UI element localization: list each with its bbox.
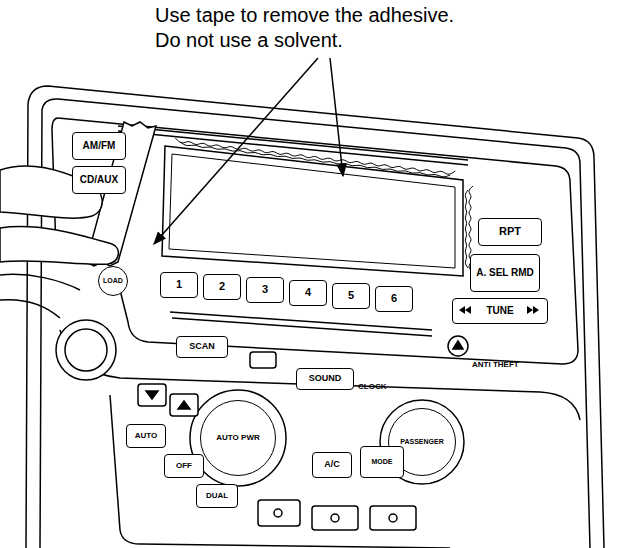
button-label: LOAD	[103, 277, 123, 284]
control-button: A/C	[312, 452, 352, 478]
leader-arrows	[330, 58, 343, 176]
dashboard-outline	[58, 118, 578, 364]
button-caption: CLOCK	[358, 382, 386, 391]
control-parts	[370, 506, 416, 530]
control-parts	[170, 394, 198, 416]
control-parts	[190, 390, 286, 486]
control-parts	[274, 509, 282, 517]
button-label: AM/FM	[83, 141, 116, 152]
dashboard-outline	[40, 99, 590, 548]
note-text: Use tape to remove the adhesive.	[155, 4, 454, 27]
seek-arrow	[459, 306, 471, 314]
adhesive-strip	[465, 190, 468, 268]
control-parts	[65, 329, 107, 371]
dashboard-outline	[172, 318, 432, 336]
button-label: SCAN	[189, 342, 215, 351]
button-label: RPT	[499, 226, 521, 238]
control-button: 2	[203, 274, 241, 300]
control-parts	[389, 514, 397, 522]
display-screen	[169, 154, 455, 268]
adhesive-strip	[175, 138, 473, 272]
control-button: 4	[289, 280, 327, 306]
control-button: AUTO	[126, 424, 166, 448]
display-screen	[162, 146, 463, 276]
display-screen	[162, 146, 463, 276]
control-button: 6	[375, 286, 413, 312]
button-label: CD/AUX	[80, 175, 118, 186]
button-label: 1	[176, 279, 182, 291]
control-button: RPT	[478, 218, 542, 246]
seek-arrow	[527, 306, 539, 314]
button-caption: ANTI THEFT	[472, 360, 519, 369]
button-label: 4	[305, 287, 311, 299]
control-button: 3	[246, 277, 284, 303]
leader-arrows	[154, 58, 343, 244]
button-label: 2	[219, 281, 225, 293]
dashboard-outline	[26, 86, 604, 548]
control-parts	[178, 401, 190, 409]
control-button: SOUND	[296, 368, 354, 390]
control-button: 1	[160, 272, 198, 298]
button-label: OFF	[176, 462, 192, 470]
leader-arrows	[154, 58, 318, 244]
control-button: SCAN	[176, 336, 228, 358]
control-parts	[258, 500, 300, 526]
control-parts	[312, 506, 358, 530]
dashboard-outline	[60, 330, 580, 420]
adhesive-strip	[180, 142, 450, 177]
control-parts	[56, 320, 116, 380]
control-knob: AUTO PWR	[200, 400, 276, 476]
control-button: 5	[332, 283, 370, 309]
button-label: A. SEL RMD	[476, 268, 534, 279]
control-button: OFF	[164, 454, 204, 478]
button-label: PASSENGER	[400, 438, 443, 445]
dashboard-outline	[26, 86, 604, 548]
hand-with-tape	[0, 227, 118, 265]
button-label: MODE	[372, 458, 393, 465]
note-text: Do not use a solvent.	[155, 29, 343, 52]
button-label: 5	[348, 290, 354, 302]
control-parts	[448, 336, 468, 356]
button-label: TUNE	[486, 306, 513, 317]
control-knob: LOAD	[98, 266, 128, 296]
button-label: AUTO PWR	[216, 434, 259, 442]
adhesive-strip	[175, 138, 455, 174]
button-label: DUAL	[206, 492, 228, 500]
control-button: TUNE	[452, 298, 548, 324]
button-label: SOUND	[309, 374, 342, 383]
control-parts	[56, 320, 468, 530]
hand-with-tape	[0, 122, 156, 318]
button-label: 6	[391, 293, 397, 305]
control-parts	[331, 514, 339, 522]
control-button: MODE	[360, 446, 404, 478]
button-label: A/C	[324, 460, 340, 469]
button-label: AUTO	[135, 432, 158, 440]
control-parts	[250, 352, 276, 368]
control-button: CD/AUX	[72, 166, 126, 194]
control-button: AM/FM	[72, 132, 126, 160]
control-parts	[146, 391, 158, 399]
control-button: DUAL	[196, 484, 238, 508]
control-parts	[453, 341, 463, 349]
control-button: A. SEL RMD	[470, 254, 540, 292]
button-label: 3	[262, 284, 268, 296]
control-parts	[138, 384, 166, 406]
hand-with-tape	[0, 274, 80, 318]
